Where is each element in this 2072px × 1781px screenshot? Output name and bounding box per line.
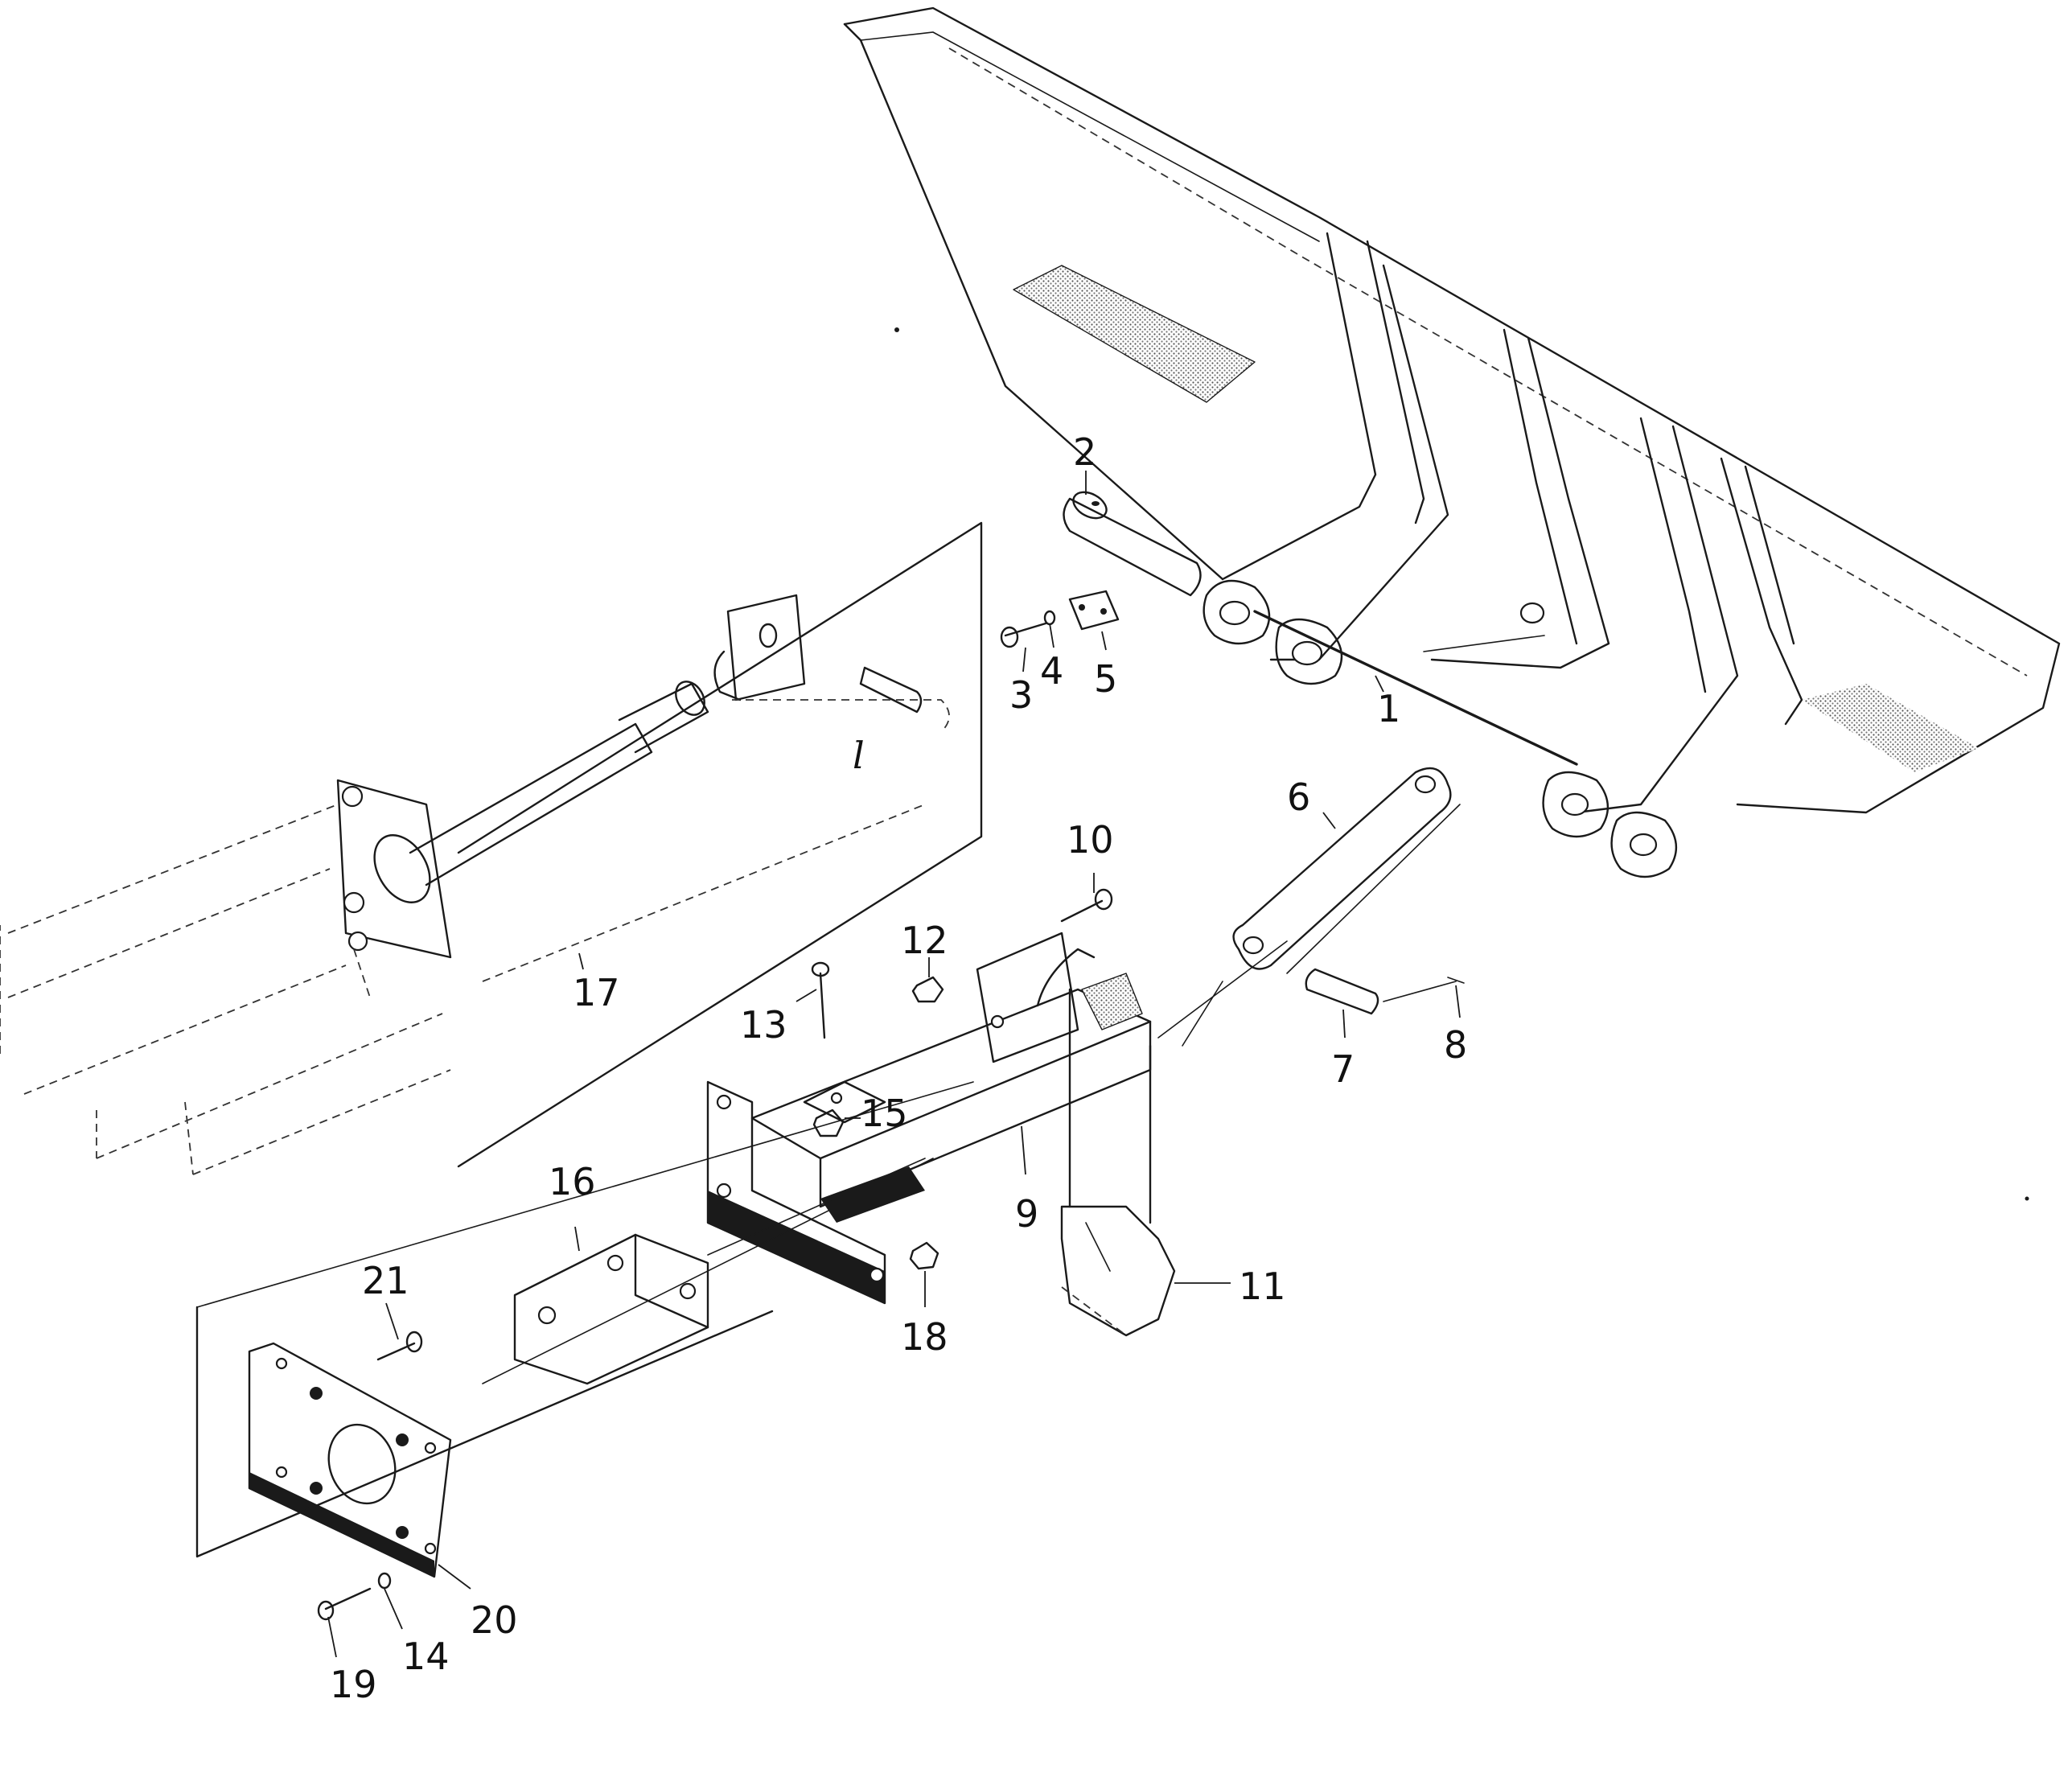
callout-9: 9 bbox=[1015, 1192, 1038, 1236]
callout-15: 15 bbox=[861, 1092, 908, 1135]
cylinder-17 bbox=[0, 521, 983, 1175]
link-6 bbox=[1232, 767, 1461, 974]
callout-3: 3 bbox=[1009, 673, 1033, 717]
callout-18: 18 bbox=[901, 1315, 948, 1359]
cover-16 bbox=[513, 1233, 709, 1385]
callout-17: 17 bbox=[573, 971, 620, 1014]
nut-15 bbox=[812, 1108, 845, 1137]
callout-14: 14 bbox=[402, 1635, 450, 1678]
bolt-19 bbox=[317, 1587, 372, 1621]
washer-4 bbox=[1043, 610, 1056, 626]
callout-19: 19 bbox=[330, 1663, 377, 1706]
part-callouts: 1 2 3 4 5 6 7 8 9 10 11 12 13 14 15 16 1… bbox=[330, 430, 1467, 1706]
callout-5: 5 bbox=[1094, 657, 1117, 701]
nut-18 bbox=[909, 1241, 939, 1270]
callout-10: 10 bbox=[1067, 818, 1114, 862]
block-11 bbox=[1060, 1205, 1176, 1337]
bracket-9 bbox=[706, 932, 1152, 1305]
callout-1: 1 bbox=[1377, 687, 1400, 730]
callout-13: 13 bbox=[740, 1003, 787, 1047]
callout-8: 8 bbox=[1444, 1023, 1467, 1067]
bucket-pivot-lugs bbox=[1202, 579, 1678, 878]
handwritten-mark: l bbox=[853, 734, 865, 777]
washer-14 bbox=[377, 1572, 392, 1590]
bolt-3 bbox=[1000, 622, 1047, 648]
pin-7 bbox=[1305, 968, 1379, 1015]
callout-7: 7 bbox=[1331, 1047, 1355, 1091]
bucket-ribs bbox=[1221, 232, 1803, 814]
callout-4: 4 bbox=[1040, 649, 1063, 693]
callout-11: 11 bbox=[1239, 1265, 1286, 1308]
cotter-8 bbox=[1383, 977, 1465, 1002]
plate-5 bbox=[1068, 590, 1120, 631]
leader-lines bbox=[327, 471, 1461, 1658]
bolt-21 bbox=[376, 1331, 423, 1361]
callout-21: 21 bbox=[362, 1259, 409, 1302]
pin-2 bbox=[1063, 491, 1202, 597]
bolt-10 bbox=[1060, 888, 1113, 923]
callout-12: 12 bbox=[901, 919, 948, 962]
bucket-frame bbox=[843, 6, 2061, 878]
nut-12 bbox=[911, 976, 944, 1003]
callout-16: 16 bbox=[549, 1160, 596, 1203]
callout-20: 20 bbox=[471, 1598, 518, 1642]
callout-6: 6 bbox=[1287, 775, 1310, 819]
plate-20 bbox=[248, 1342, 452, 1578]
callout-2: 2 bbox=[1073, 430, 1096, 474]
bolt-13 bbox=[811, 961, 830, 1039]
